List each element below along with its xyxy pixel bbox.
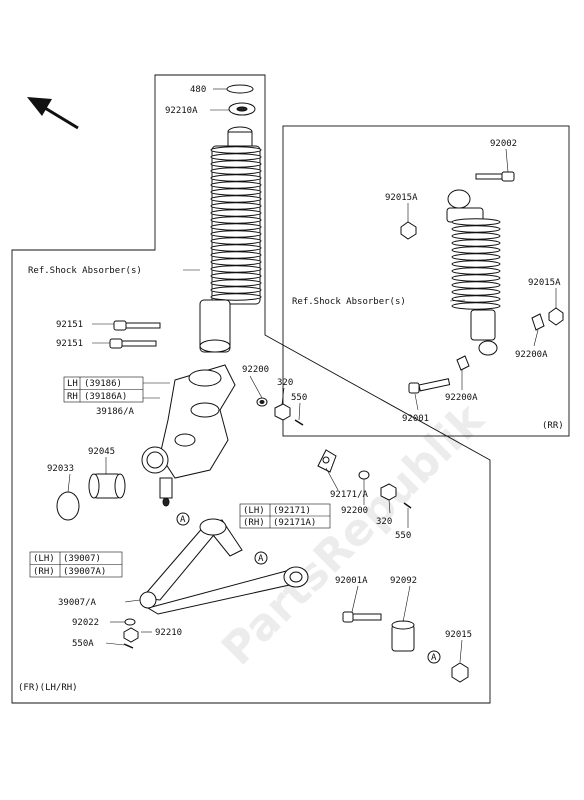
label-92045: 92045 (88, 447, 115, 457)
label-lh: LH (67, 379, 78, 389)
label-92210: 92210 (155, 628, 182, 638)
front-shock-absorber (199, 84, 262, 353)
label-320: 320 (277, 378, 293, 388)
bearing-92045 (88, 473, 126, 499)
part-labels: 480 92210A Ref.Shock Absorber(s) 92151 9… (18, 85, 564, 693)
label-92033: 92033 (47, 464, 74, 474)
label-fr-lh-rh: (FR)(LH/RH) (18, 683, 78, 693)
label-550a: 550A (72, 639, 94, 649)
bracket-92171 (317, 449, 337, 473)
label-rh: RH (67, 392, 78, 402)
bolt-92151-upper (113, 320, 161, 331)
nut-320 (274, 403, 291, 421)
label-92015a: 92015A (385, 193, 418, 203)
label-39186-a: 39186/A (96, 407, 135, 417)
label-92151-b: 92151 (56, 339, 83, 349)
label-320-b: 320 (376, 517, 392, 527)
cotter-pin-550-b (403, 502, 412, 509)
circlip-92033 (56, 491, 80, 521)
label-ref-shock-rear: Ref.Shock Absorber(s) (292, 297, 406, 307)
marker-a-3: A (427, 650, 441, 664)
label-92022: 92022 (72, 618, 99, 628)
washer-92200a-b (456, 355, 470, 371)
marker-a-1: A (176, 512, 190, 526)
label-lh-92171: (LH) (243, 506, 265, 516)
nut-92015 (451, 662, 469, 683)
washer-92022 (124, 618, 136, 626)
label-lh-39007: (LH) (33, 554, 55, 564)
bolt-92002 (475, 171, 515, 182)
cotter-pin-550 (294, 419, 304, 426)
bolt-92001a (342, 611, 382, 623)
svg-text:A: A (258, 554, 264, 564)
nut-92210 (123, 627, 139, 643)
label-92151-a: 92151 (56, 320, 83, 330)
label-92200a-b: 92200A (445, 393, 478, 403)
label-39186: (39186) (84, 379, 122, 389)
steering-knuckle (141, 364, 236, 507)
label-92001a: 92001A (335, 576, 368, 586)
leader-lines (67, 88, 557, 663)
label-39007a: (39007A) (63, 567, 106, 577)
svg-text:A: A (431, 653, 437, 663)
label-rr: (RR) (542, 421, 564, 431)
a-arm-39007 (139, 518, 309, 615)
label-92171a: (92171A) (273, 518, 316, 528)
label-92200-b: 92200 (341, 506, 368, 516)
collar-92092 (391, 620, 415, 652)
front-assembly-frame (11, 74, 491, 704)
label-rh-92171: (RH) (243, 518, 265, 528)
label-ref-shock-front: Ref.Shock Absorber(s) (28, 266, 142, 276)
label-92015a-b: 92015A (528, 278, 561, 288)
label-39007: (39007) (63, 554, 101, 564)
washer-92200-b (358, 470, 370, 480)
marker-a-2: A (254, 551, 268, 565)
label-92001: 92001 (402, 414, 429, 424)
label-92210a: 92210A (165, 106, 198, 116)
label-39186a: (39186A) (84, 392, 127, 402)
label-92092: 92092 (390, 576, 417, 586)
nut-92015a (400, 221, 417, 240)
label-480: 480 (190, 85, 206, 95)
label-550: 550 (291, 393, 307, 403)
label-92200: 92200 (242, 365, 269, 375)
direction-arrow-icon (27, 97, 79, 130)
label-92200a: 92200A (515, 350, 548, 360)
nut-320-b (380, 483, 397, 501)
rear-shock-absorber (446, 189, 501, 356)
label-39007-a: 39007/A (58, 598, 97, 608)
label-92015: 92015 (445, 630, 472, 640)
washer-92200 (256, 397, 268, 407)
svg-text:A: A (180, 515, 186, 525)
nut-92015a-b (548, 307, 564, 326)
label-92002: 92002 (490, 139, 517, 149)
label-92171-a: 92171/A (330, 490, 369, 500)
label-550-b: 550 (395, 531, 411, 541)
bolt-92151-lower (109, 338, 157, 349)
label-rh-39007: (RH) (33, 567, 55, 577)
bolt-92001 (408, 378, 451, 394)
label-92171: (92171) (273, 506, 311, 516)
washer-92200a (531, 313, 545, 331)
rear-assembly-frame (282, 125, 570, 437)
cotter-pin-550a (123, 643, 134, 649)
